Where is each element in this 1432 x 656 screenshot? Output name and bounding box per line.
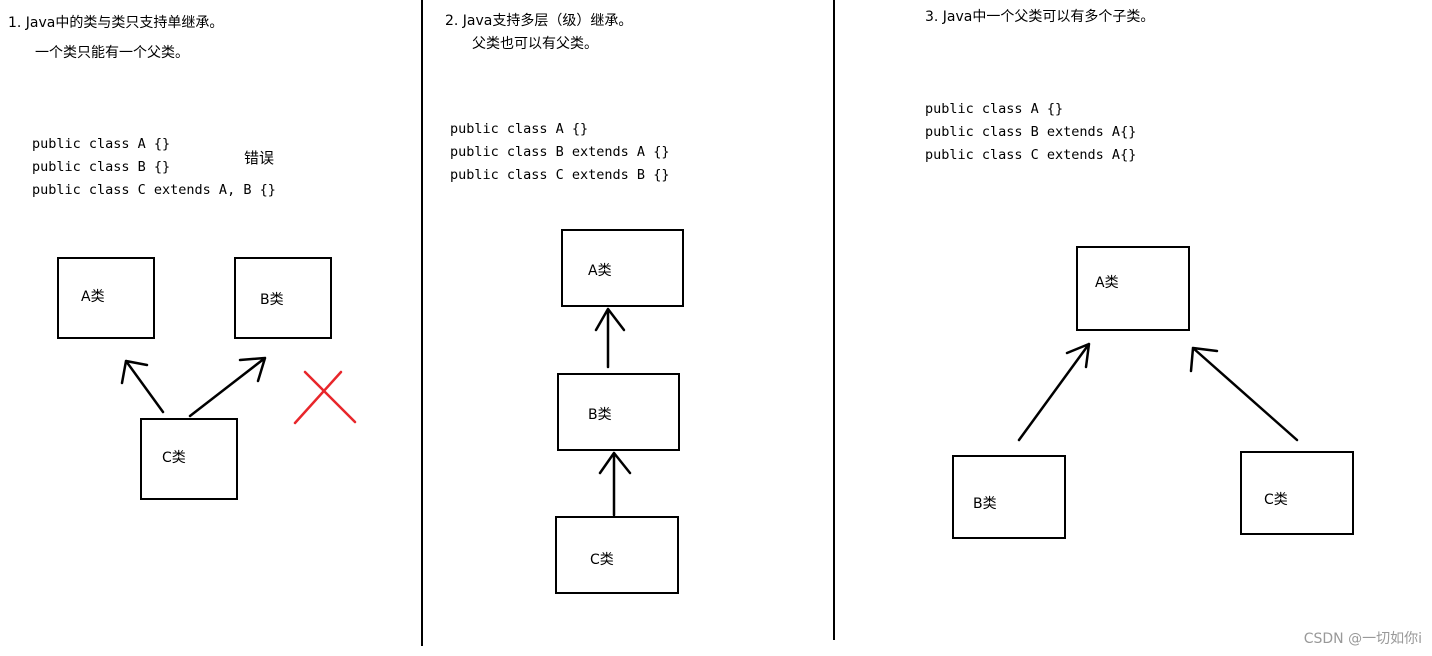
panel1-arrow-c-to-a [120,359,165,414]
panel1-box-b-label: B类 [260,292,284,308]
panel-divider-2 [833,0,835,640]
panel2-title-line1: 2. Java支持多层（级）继承。 [445,13,633,29]
panel1-box-c: C类 [140,418,238,500]
panel3-box-c: C类 [1240,451,1354,535]
panel2-box-c: C类 [555,516,679,594]
panel1-title-line2: 一个类只能有一个父类。 [35,45,189,61]
panel3-code-line1: public class A {} [925,101,1064,117]
panel1-code-line1: public class A {} [32,136,171,152]
panel2-arrow-c-to-b [598,451,632,517]
panel3-box-a: A类 [1076,246,1190,331]
panel2-arrow-b-to-a [594,307,626,369]
panel-divider-1 [421,0,423,646]
panel1-box-c-label: C类 [162,450,186,466]
panel3-arrow-c-to-a [1189,346,1299,442]
panel2-title-line2: 父类也可以有父类。 [472,36,598,52]
panel2-box-b-label: B类 [588,407,612,423]
panel1-error-cross-icon [293,370,357,425]
panel2-box-c-label: C类 [590,552,614,568]
panel3-title-line1: 3. Java中一个父类可以有多个子类。 [925,9,1155,25]
panel3-box-b: B类 [952,455,1066,539]
panel3-code-line3: public class C extends A{} [925,147,1137,163]
panel1-code-line3: public class C extends A, B {} [32,182,276,198]
panel3-box-a-label: A类 [1095,275,1119,291]
panel2-code-line3: public class C extends B {} [450,167,670,183]
panel2-box-a: A类 [561,229,684,307]
panel1-box-a-label: A类 [81,289,105,305]
panel3-code-line2: public class B extends A{} [925,124,1137,140]
panel2-code-line2: public class B extends A {} [450,144,670,160]
panel1-error-label: 错误 [244,149,275,167]
panel2-box-a-label: A类 [588,263,612,279]
panel1-title-line1: 1. Java中的类与类只支持单继承。 [8,15,224,31]
panel2-box-b: B类 [557,373,680,451]
panel3-box-c-label: C类 [1264,492,1288,508]
panel3-box-b-label: B类 [973,496,997,512]
panel1-arrow-c-to-b [188,356,267,418]
panel2-code-line1: public class A {} [450,121,589,137]
watermark: CSDN @一切如你i [1303,631,1422,647]
panel1-box-a: A类 [57,257,155,339]
panel3-arrow-b-to-a [1017,342,1091,442]
panel1-box-b: B类 [234,257,332,339]
panel1-code-line2: public class B {} [32,159,171,175]
